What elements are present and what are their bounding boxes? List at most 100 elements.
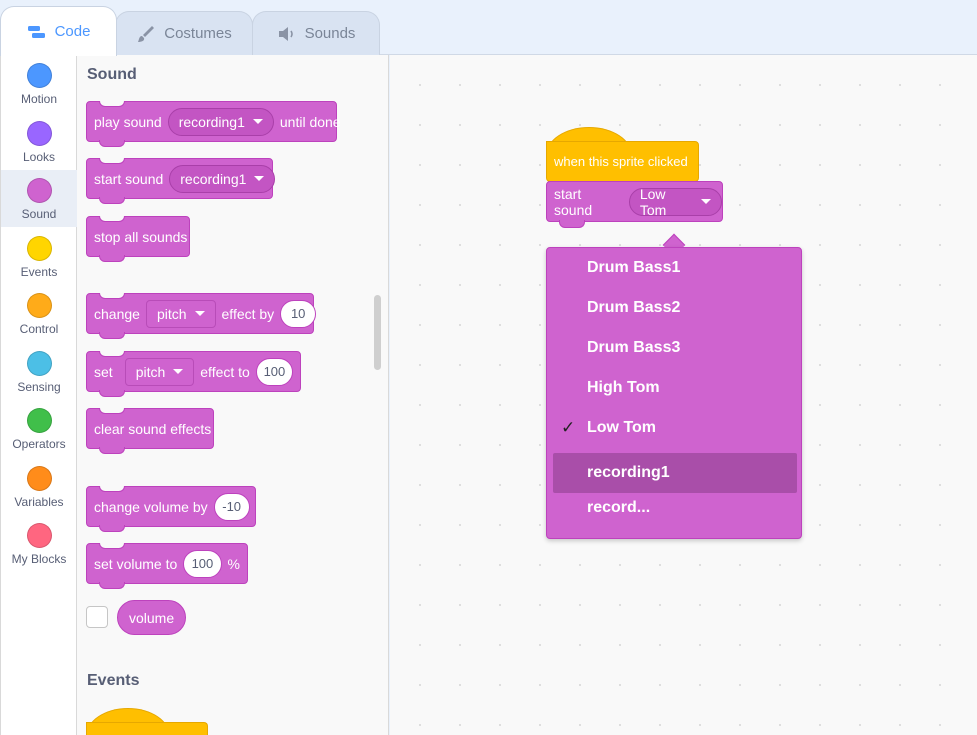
tab-costumes[interactable]: Costumes (115, 11, 253, 55)
menu-item-high-tom[interactable]: High Tom (553, 368, 797, 408)
number-input[interactable]: 100 (183, 549, 222, 578)
menu-item-label: recording1 (587, 464, 670, 481)
change-effect-block[interactable]: change pitch effect by 10 (86, 293, 317, 339)
block-text: until done (279, 113, 341, 130)
category-motion[interactable]: Motion (1, 55, 77, 112)
number-input[interactable]: 10 (280, 299, 317, 328)
category-looks[interactable]: Looks (1, 113, 77, 170)
looks-color-dot (26, 121, 52, 146)
control-color-dot (26, 293, 52, 318)
category-events[interactable]: Events (1, 228, 77, 285)
menu-item-drum-bass3[interactable]: Drum Bass3 (553, 328, 797, 368)
category-label: My Blocks (11, 552, 67, 566)
block-text: change volume by (94, 498, 208, 515)
effect-dropdown[interactable]: pitch (145, 299, 216, 328)
caret-down-icon (252, 119, 263, 124)
category-variables[interactable]: Variables (1, 458, 77, 515)
caret-down-icon (173, 369, 184, 374)
menu-item-label: Drum Bass2 (587, 299, 681, 316)
dropdown-value: pitch (135, 363, 166, 380)
palette-section-title: Events (87, 672, 140, 689)
sound-dropdown-menu: Drum Bass1 Drum Bass2 Drum Bass3 High To… (546, 247, 802, 539)
block-text: set (94, 363, 113, 380)
block-text: stop all sounds (94, 228, 188, 245)
play-sound-until-done-block[interactable]: play sound recording1 until done (86, 101, 341, 147)
category-control[interactable]: Control (1, 285, 77, 342)
brush-icon (138, 25, 155, 42)
category-label: Motion (20, 92, 58, 106)
tab-sounds-label: Sounds (304, 25, 356, 42)
tab-sounds[interactable]: Sounds (252, 11, 380, 55)
block-text: set volume to (94, 555, 178, 572)
category-label: Variables (14, 495, 64, 509)
menu-item-recording1[interactable]: recording1 (553, 453, 797, 493)
tab-code[interactable]: Code (0, 6, 117, 56)
sound-dropdown[interactable]: recording1 (169, 164, 276, 193)
block-text: clear sound effects (94, 420, 212, 437)
motion-color-dot (26, 63, 52, 88)
menu-item-label: High Tom (587, 379, 660, 396)
speaker-icon (278, 26, 293, 41)
category-sensing[interactable]: Sensing (1, 343, 77, 400)
block-text: % (227, 555, 240, 572)
editor-tab-bar: Code Costumes Sounds (0, 0, 977, 56)
block-text: when this sprite clicked (554, 154, 688, 169)
category-label: Sensing (17, 380, 61, 394)
effect-dropdown[interactable]: pitch (124, 357, 195, 386)
events-hat-block[interactable] (86, 722, 208, 735)
category-my-blocks[interactable]: My Blocks (1, 515, 77, 572)
sound-dropdown[interactable]: recording1 (167, 107, 274, 136)
menu-item-record[interactable]: record... (553, 488, 797, 528)
tab-code-label: Code (54, 23, 91, 40)
block-text: start sound (554, 185, 593, 218)
block-text: volume (129, 609, 175, 626)
category-menu: Motion Looks Sound Events Control Sensin… (0, 55, 77, 735)
clear-sound-effects-block[interactable]: clear sound effects (86, 408, 214, 454)
set-effect-block[interactable]: set pitch effect to 100 (86, 351, 301, 397)
start-sound-block[interactable]: start sound recording1 (86, 158, 276, 204)
palette-section-title: Sound (87, 66, 137, 83)
dropdown-value: recording1 (178, 113, 245, 130)
when-sprite-clicked-block[interactable]: when this sprite clicked (546, 141, 699, 182)
menu-item-label: record... (587, 499, 651, 516)
stop-all-sounds-block[interactable]: stop all sounds (86, 216, 190, 262)
menu-item-label: Low Tom (587, 419, 657, 436)
dropdown-value: recording1 (180, 170, 247, 187)
menu-item-low-tom[interactable]: ✓ Low Tom (553, 408, 797, 448)
dropdown-value: Low Tom (639, 185, 667, 218)
menu-item-label: Drum Bass3 (587, 339, 681, 356)
caret-down-icon (254, 176, 265, 181)
checkmark-icon: ✓ (561, 418, 576, 437)
my-blocks-color-dot (26, 523, 52, 548)
volume-reporter-block[interactable]: volume (117, 600, 187, 635)
dropdown-value: pitch (156, 305, 187, 322)
block-text: change (94, 305, 140, 322)
code-icon (27, 25, 45, 38)
palette-scrollbar[interactable] (374, 295, 381, 370)
category-label: Operators (12, 437, 66, 451)
block-text: effect by (221, 305, 275, 322)
volume-monitor-checkbox[interactable] (86, 606, 108, 628)
menu-item-drum-bass1[interactable]: Drum Bass1 (553, 248, 797, 288)
operators-color-dot (26, 408, 52, 433)
block-palette: Sound play sound recording1 until done s… (77, 55, 389, 735)
events-color-dot (26, 236, 52, 261)
block-text: start sound (94, 170, 164, 187)
number-input[interactable]: -10 (213, 492, 250, 521)
number-input[interactable]: 100 (255, 357, 293, 386)
category-sound[interactable]: Sound (1, 170, 77, 227)
caret-down-icon (194, 311, 205, 316)
menu-item-drum-bass2[interactable]: Drum Bass2 (553, 288, 797, 328)
category-label: Sound (21, 207, 57, 221)
tab-costumes-label: Costumes (164, 25, 232, 42)
set-volume-block[interactable]: set volume to 100 % (86, 543, 248, 589)
category-label: Looks (22, 150, 56, 164)
block-text: effect to (200, 363, 250, 380)
category-operators[interactable]: Operators (1, 400, 77, 457)
sound-dropdown[interactable]: Low Tom (628, 185, 722, 218)
start-sound-block[interactable]: start sound Low Tom (546, 181, 723, 228)
category-label: Events (20, 265, 58, 279)
sound-color-dot (26, 178, 52, 203)
change-volume-block[interactable]: change volume by -10 (86, 486, 256, 532)
sensing-color-dot (26, 351, 52, 376)
